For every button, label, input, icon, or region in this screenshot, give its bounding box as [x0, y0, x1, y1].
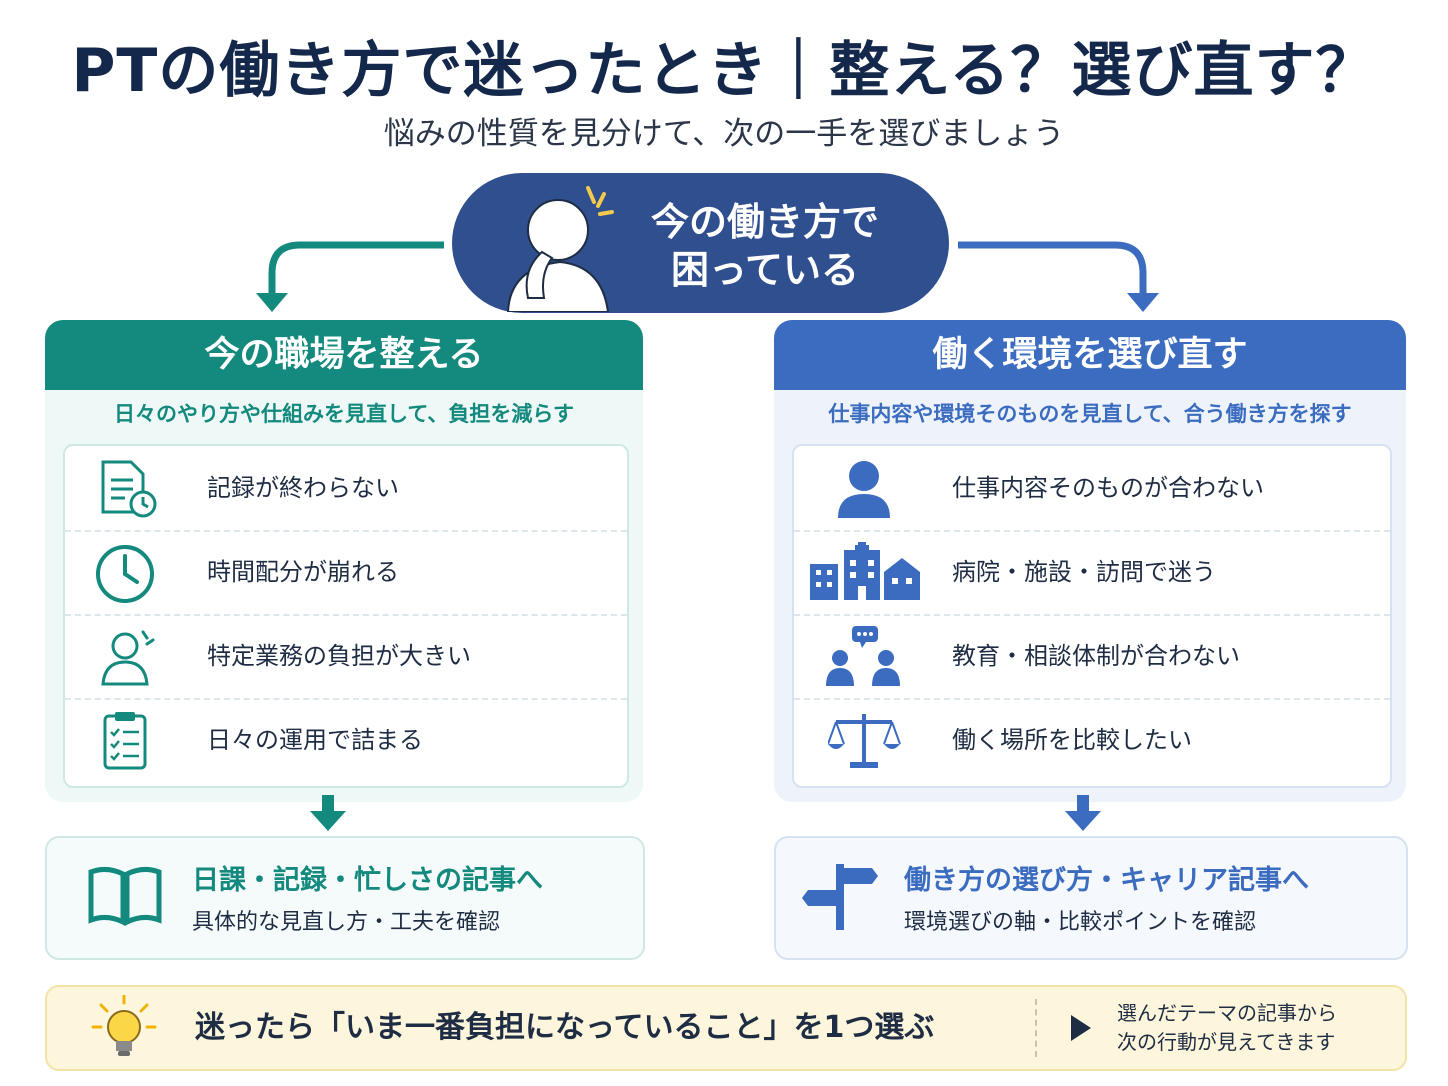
tip-note: 選んだテーマの記事から 次の行動が見えてきます	[1117, 999, 1337, 1057]
connector-arrows	[256, 241, 1159, 312]
right-card-title: 働き方の選び方・キャリア記事へ	[904, 865, 1309, 896]
left-article-link-card[interactable]: 日課・記録・忙しさの記事へ 具体的な見直し方・工夫を確認	[45, 836, 645, 960]
lightbulb-icon	[91, 995, 157, 1056]
down-arrow-right	[1065, 795, 1101, 831]
list-item: 時間配分が崩れる	[65, 530, 627, 616]
signpost-icon	[802, 864, 878, 930]
center-problem-text: 今の働き方で 困っている	[640, 198, 890, 294]
page-title: PTの働き方で迷ったとき｜整える？選び直す？	[71, 36, 1377, 106]
buildings-icon	[810, 542, 920, 600]
tip-note-line-2: 次の行動が見えてきます	[1117, 1030, 1336, 1054]
left-panel-description: 日々のやり方や仕組みを見直して、負担を減らす	[114, 402, 574, 426]
list-item: 働く場所を比較したい	[794, 698, 1390, 782]
play-arrow-icon	[1071, 1015, 1091, 1041]
left-issue-list: 記録が終わらない 時間配分が崩れる 特定業務の負担が大きい	[63, 444, 629, 788]
center-line-2: 困っている	[670, 248, 860, 292]
tip-main-text: 迷ったら「いま一番負担になっていること」を1つ選ぶ	[195, 1010, 935, 1045]
list-item-label: 病院・施設・訪問で迷う	[952, 558, 1216, 586]
down-arrow-left	[310, 795, 346, 831]
right-issue-list: 仕事内容そのものが合わない 病院・施設・訪問で迷う	[792, 444, 1392, 788]
thinking-person-icon	[506, 186, 614, 312]
right-card-subtitle: 環境選びの軸・比較ポイントを確認	[904, 910, 1257, 935]
list-item: 日々の運用で詰まる	[65, 698, 627, 782]
list-item-label: 教育・相談体制が合わない	[952, 642, 1240, 670]
tip-note-line-1: 選んだテーマの記事から	[1117, 1001, 1337, 1025]
clipboard-checklist-icon	[103, 712, 147, 770]
left-panel: 今の職場を整える 日々のやり方や仕組みを見直して、負担を減らす 記録が終わらない…	[45, 320, 643, 802]
right-article-link-card[interactable]: 働き方の選び方・キャリア記事へ 環境選びの軸・比較ポイントを確認	[774, 836, 1408, 960]
list-item: 仕事内容そのものが合わない	[794, 446, 1390, 532]
document-clock-icon	[101, 460, 157, 518]
tip-divider	[1035, 999, 1037, 1057]
left-card-subtitle: 具体的な見直し方・工夫を確認	[192, 910, 501, 935]
page-subtitle: 悩みの性質を見分けて、次の一手を選びましょう	[383, 116, 1065, 152]
list-item-label: 特定業務の負担が大きい	[207, 642, 471, 670]
tip-banner: 迷ったら「いま一番負担になっていること」を1つ選ぶ 選んだテーマの記事から 次の…	[45, 985, 1407, 1071]
left-card-title: 日課・記録・忙しさの記事へ	[192, 865, 543, 896]
person-icon	[838, 461, 890, 518]
right-panel-description: 仕事内容や環境そのものを見直して、合う働き方を探す	[828, 402, 1352, 426]
right-panel-heading: 働く環境を選び直す	[774, 320, 1406, 390]
open-book-icon	[88, 866, 162, 927]
list-item-label: 時間配分が崩れる	[207, 558, 399, 586]
list-item: 教育・相談体制が合わない	[794, 614, 1390, 700]
list-item-label: 仕事内容そのものが合わない	[952, 474, 1264, 502]
list-item-label: 働く場所を比較したい	[952, 726, 1192, 754]
clock-icon	[96, 545, 154, 603]
stressed-person-icon	[101, 630, 155, 686]
group-chat-icon	[826, 626, 900, 686]
list-item: 病院・施設・訪問で迷う	[794, 530, 1390, 616]
list-item-label: 記録が終わらない	[207, 474, 399, 502]
list-item: 特定業務の負担が大きい	[65, 614, 627, 700]
center-line-1: 今の働き方で	[650, 200, 879, 244]
right-panel: 働く環境を選び直す 仕事内容や環境そのものを見直して、合う働き方を探す 仕事内容…	[774, 320, 1406, 802]
balance-scale-icon	[828, 714, 901, 768]
list-item: 記録が終わらない	[65, 446, 627, 532]
left-panel-heading: 今の職場を整える	[45, 320, 643, 390]
list-item-label: 日々の運用で詰まる	[207, 726, 423, 754]
